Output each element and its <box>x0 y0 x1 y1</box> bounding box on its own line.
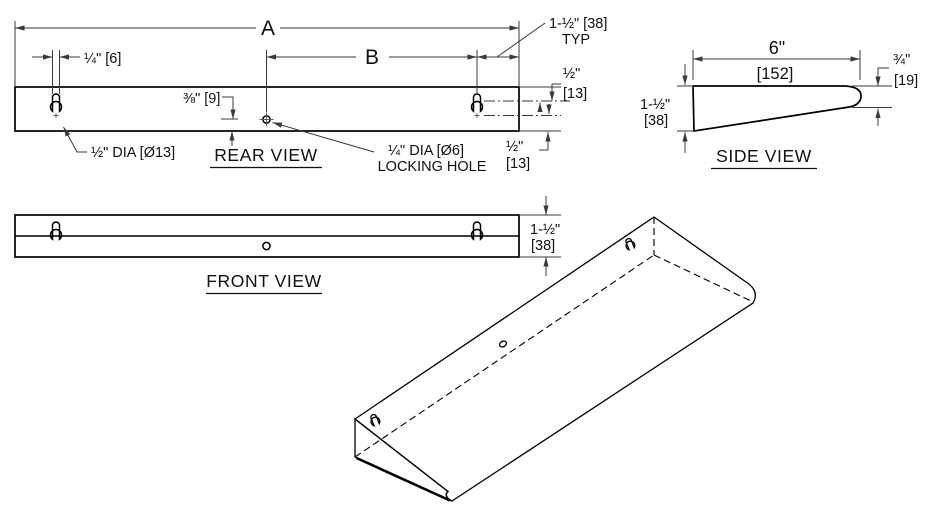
callout-keyhole-dia: ½" DIA [Ø13] <box>63 126 175 161</box>
rear-locking-hole-cross-icon <box>259 112 274 127</box>
front-keyhole-right <box>470 221 484 241</box>
dim-back-height: 1-½" [38] <box>640 64 694 153</box>
rear-keyhole-left <box>49 93 63 113</box>
dim-B-label: B <box>365 46 379 69</box>
dim-slot-width: ¼" [6] <box>32 50 121 94</box>
side-view-profile <box>692 85 862 132</box>
iso-keyhole-right <box>625 237 636 251</box>
edge-offset-typ-label: TYP <box>562 32 590 48</box>
isometric-view <box>353 216 756 502</box>
side-view: 6" [152] ¾" [19] 1-½" [38] SIDE VIEW <box>640 38 918 170</box>
iso-hidden-right-slope <box>653 254 752 302</box>
rear-keyhole-left-cross-icon <box>53 113 59 118</box>
iso-top-face <box>353 216 756 502</box>
iso-hidden-back-bottom-edge <box>354 254 655 458</box>
leader-line <box>63 126 87 153</box>
dim-A: A <box>14 17 520 87</box>
dim-arrow <box>222 96 236 119</box>
keyhole-dia-label: ½" DIA [Ø13] <box>91 145 175 161</box>
side-view-title: SIDE VIEW <box>716 146 812 166</box>
dim-front-thickness: ¾" [19] <box>852 52 918 126</box>
dim-front-height: 1-½" [38] <box>519 196 561 276</box>
dim-B: B <box>266 46 478 112</box>
bottom-offset-in: ½" <box>506 139 523 155</box>
rear-view: A B ¼" [6] 1-½" [38] TYP <box>14 16 607 175</box>
iso-locking-hole <box>498 340 508 348</box>
front-keyhole-left <box>49 221 63 241</box>
iso-left-bottom-edge <box>355 456 451 502</box>
iso-left-end-cap <box>354 417 453 502</box>
iso-keyhole-left <box>370 413 381 427</box>
front-view: 1-½" [38] FRONT VIEW <box>14 196 561 295</box>
top-offset-in: ½" <box>563 66 580 82</box>
front-height-mm: [38] <box>531 238 555 254</box>
hole-offset-label: ⅜" [9] <box>183 91 220 107</box>
rear-keyhole-right <box>470 93 484 113</box>
slot-width-label: ¼" [6] <box>84 51 121 67</box>
dim-depth: 6" [152] <box>692 38 861 83</box>
front-thickness-in: ¾" <box>893 52 910 68</box>
rear-view-title: REAR VIEW <box>214 145 318 165</box>
top-offset-mm: [13] <box>563 86 587 102</box>
front-height-in: 1-½" <box>530 222 560 238</box>
bottom-offset-mm: [13] <box>506 156 530 172</box>
edge-offset-label: 1-½" [38] <box>549 16 607 32</box>
leader-line <box>272 122 375 153</box>
depth-in-label: 6" <box>769 38 785 58</box>
dim-hole-offset: ⅜" [9] <box>183 91 238 146</box>
front-locking-hole <box>262 241 271 251</box>
locking-dia-label: ¼" DIA [Ø6] <box>388 143 464 159</box>
leader-line <box>496 22 546 58</box>
rear-keyhole-right-cross-icon <box>474 113 480 118</box>
callout-locking-hole: ¼" DIA [Ø6] LOCKING HOLE <box>272 122 487 175</box>
dim-edge-offset-typ: 1-½" [38] TYP <box>477 16 607 60</box>
back-height-mm: [38] <box>644 113 668 129</box>
back-height-in: 1-½" <box>640 97 670 113</box>
depth-mm-label: [152] <box>757 65 794 83</box>
dim-right-offsets: ½" [13] ½" [13] <box>484 66 587 172</box>
front-thickness-mm: [19] <box>894 73 918 89</box>
locking-hole-label: LOCKING HOLE <box>378 159 487 175</box>
front-view-title: FRONT VIEW <box>206 271 322 291</box>
dim-A-label: A <box>261 17 275 40</box>
